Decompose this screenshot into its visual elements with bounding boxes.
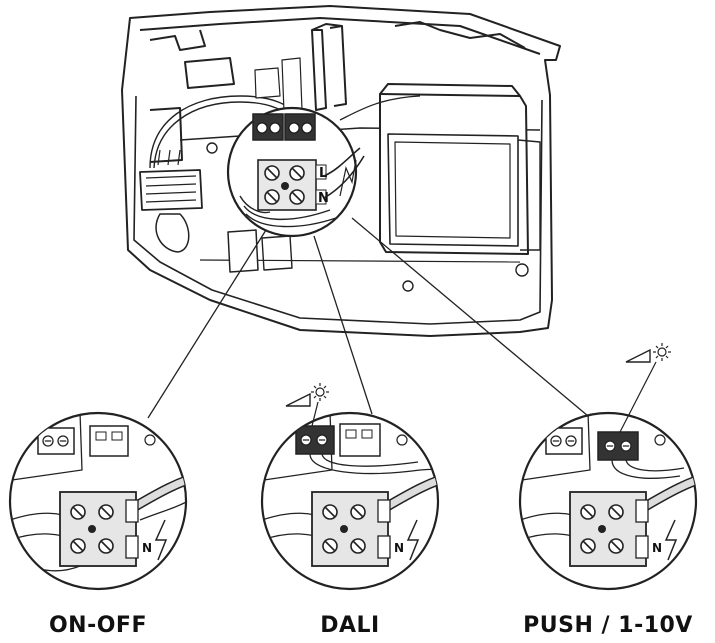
panel-dali: N (260, 383, 440, 591)
zoom-ring: L N (226, 106, 365, 238)
dimmer-ramp-icon (285, 392, 311, 407)
dimmer-ramp-icon (625, 348, 651, 363)
panel-label-push-1-10v: PUSH / 1-10V (523, 613, 693, 638)
panel-on-off-N-label: N (142, 541, 152, 555)
main-terminal-N-label: N (318, 191, 329, 206)
lightning-bolt-icon (154, 519, 168, 561)
panel-label-dali: DALI (320, 613, 380, 638)
main-terminal-L-label: L (319, 166, 327, 181)
panel-on-off: N (8, 411, 188, 591)
panel-push-1-10v: N (518, 343, 698, 591)
light-bulb-sun-icon (311, 383, 329, 427)
panel-label-on-off: ON-OFF (49, 613, 147, 638)
lightning-bolt-icon (664, 519, 678, 561)
light-bulb-sun-icon (619, 343, 671, 433)
lightning-bolt-icon (406, 519, 420, 561)
panel-dali-N-label: N (394, 541, 404, 555)
panel-push-N-label: N (652, 541, 662, 555)
leader-lines (147, 217, 589, 419)
